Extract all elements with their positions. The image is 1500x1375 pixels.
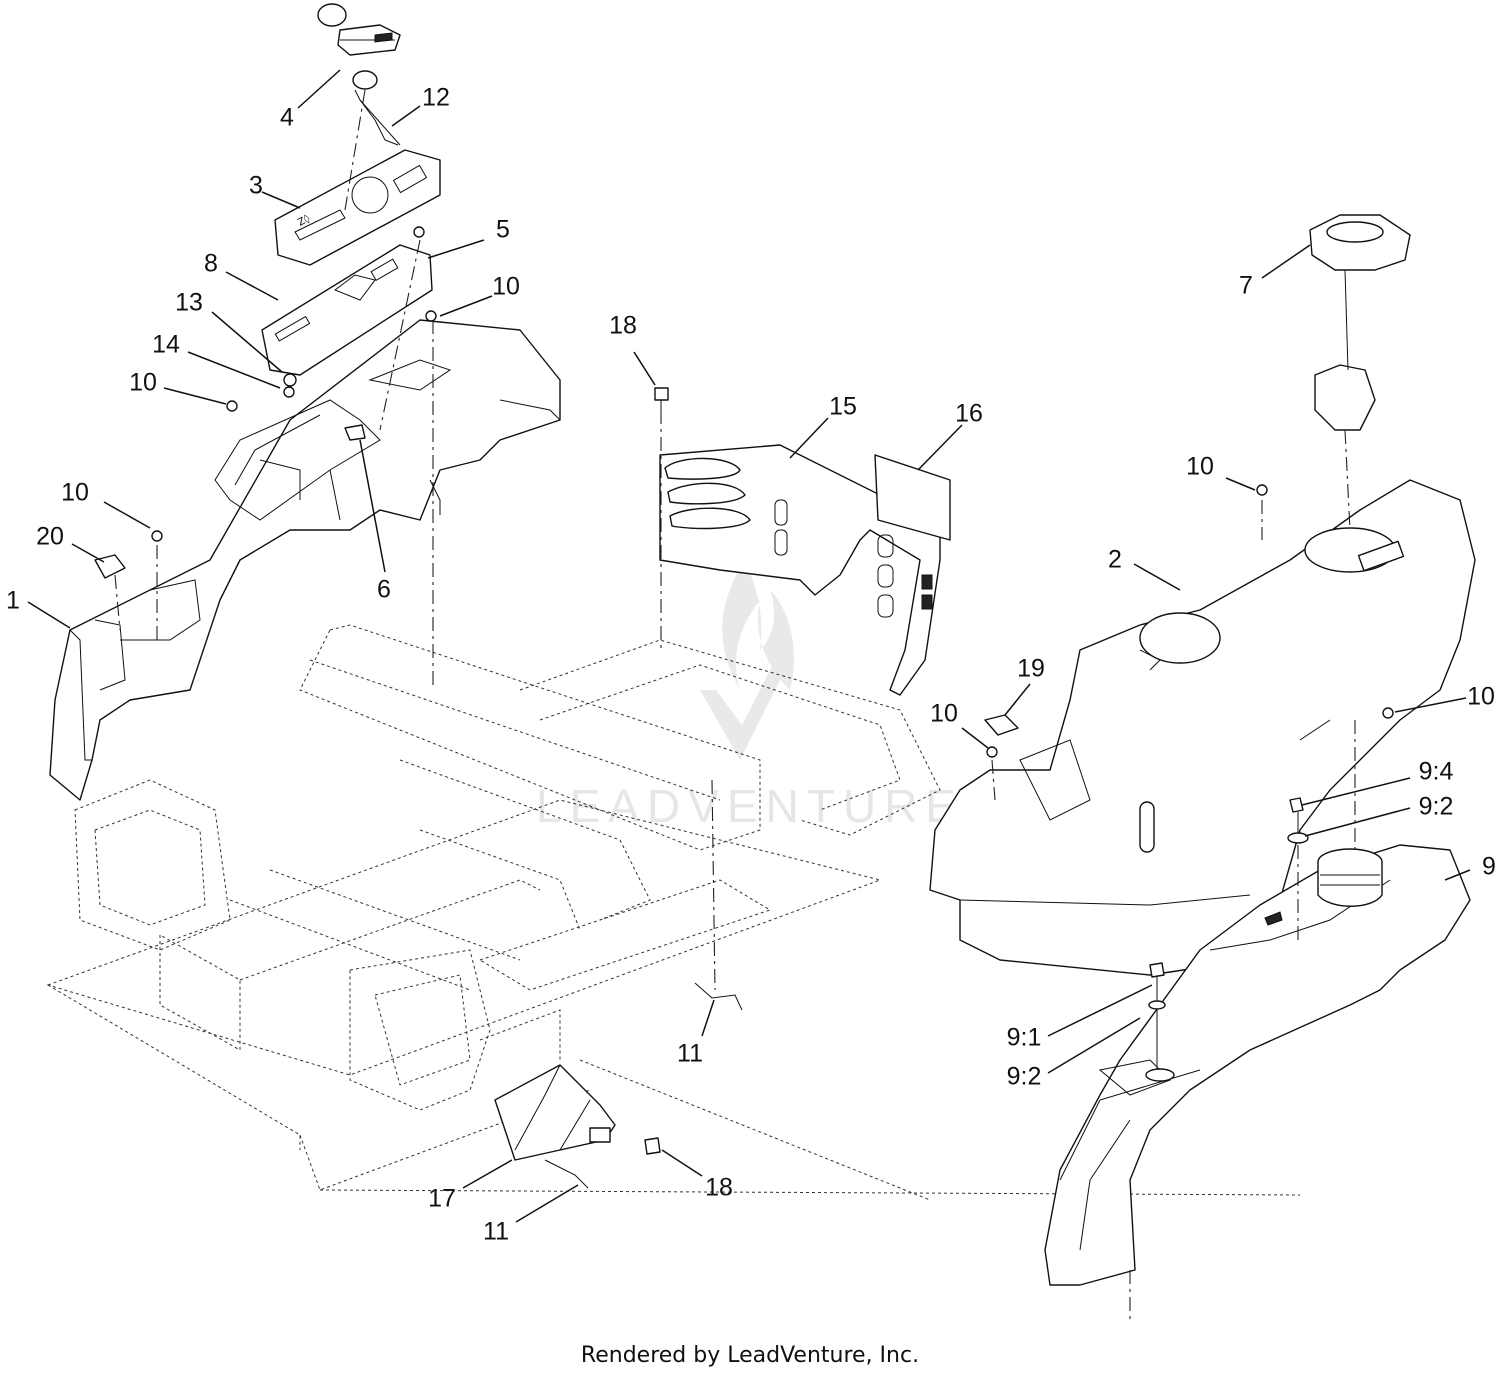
part-9-fuel-tank [1044,844,1471,1286]
callout-20[interactable]: 20 [36,522,64,551]
part-16-decal [874,454,951,541]
part-17-bracket [494,1064,616,1161]
callout-3[interactable]: 3 [249,171,263,200]
callout-2[interactable]: 2 [1108,545,1122,574]
part-18-bolt-upper [654,387,669,412]
callout-leaders [27,69,1471,1223]
part-15-seat-shield [659,444,941,696]
callout-17[interactable]: 17 [428,1184,456,1213]
callout-10-c[interactable]: 10 [61,478,89,507]
callout-12[interactable]: 12 [422,83,450,112]
callout-9-2-a[interactable]: 9:2 [1418,792,1454,821]
callout-9-1[interactable]: 9:1 [1006,1023,1042,1052]
callout-10-a[interactable]: 10 [492,272,520,301]
callout-16[interactable]: 16 [955,399,983,428]
footer-credit: Rendered by LeadVenture, Inc. [580,1343,920,1368]
callout-14[interactable]: 14 [152,330,180,359]
callout-7[interactable]: 7 [1239,271,1253,300]
callout-8[interactable]: 8 [204,249,218,278]
part-1-left-fender [49,319,561,801]
assembly-centerlines [114,89,1356,1320]
fasteners-left [94,226,437,579]
part-19-bracket [984,714,1019,736]
callout-6[interactable]: 6 [377,575,391,604]
callout-18-a[interactable]: 18 [609,311,637,340]
callout-4[interactable]: 4 [280,103,294,132]
chassis-frame [46,624,1301,1201]
watermark-text: LEADVENTURE [536,780,964,832]
part-7-fuel-cap [1309,214,1411,431]
part-18-bolt-lower [644,1137,661,1155]
callout-10-b[interactable]: 10 [129,368,157,397]
callout-10-d[interactable]: 10 [1186,452,1214,481]
callout-9[interactable]: 9 [1482,852,1496,881]
part-12-cable [354,89,401,146]
callout-10-f[interactable]: 10 [1467,682,1495,711]
callout-5[interactable]: 5 [496,215,510,244]
callout-15[interactable]: 15 [829,392,857,421]
callout-19[interactable]: 19 [1017,654,1045,683]
callout-9-2-b[interactable]: 9:2 [1006,1062,1042,1091]
watermark-logo [700,560,794,760]
callout-11-a[interactable]: 11 [677,1039,703,1068]
part-4-throttle-knob [317,3,401,90]
callout-11-b[interactable]: 11 [483,1217,509,1246]
part-11-clips [544,982,743,1189]
part-2-right-fender [929,479,1476,976]
part-9-fittings [1145,797,1309,1082]
svg-text:Z◊: Z◊ [296,212,312,228]
callout-10-e[interactable]: 10 [930,699,958,728]
callout-13[interactable]: 13 [175,288,203,317]
callout-9-4[interactable]: 9:4 [1418,757,1454,786]
fasteners-right [986,484,1394,758]
part-3-decal: Z◊ [274,149,441,266]
callout-18-b[interactable]: 18 [705,1173,733,1202]
part-8-control-panel [261,244,433,376]
callout-1[interactable]: 1 [6,586,20,615]
